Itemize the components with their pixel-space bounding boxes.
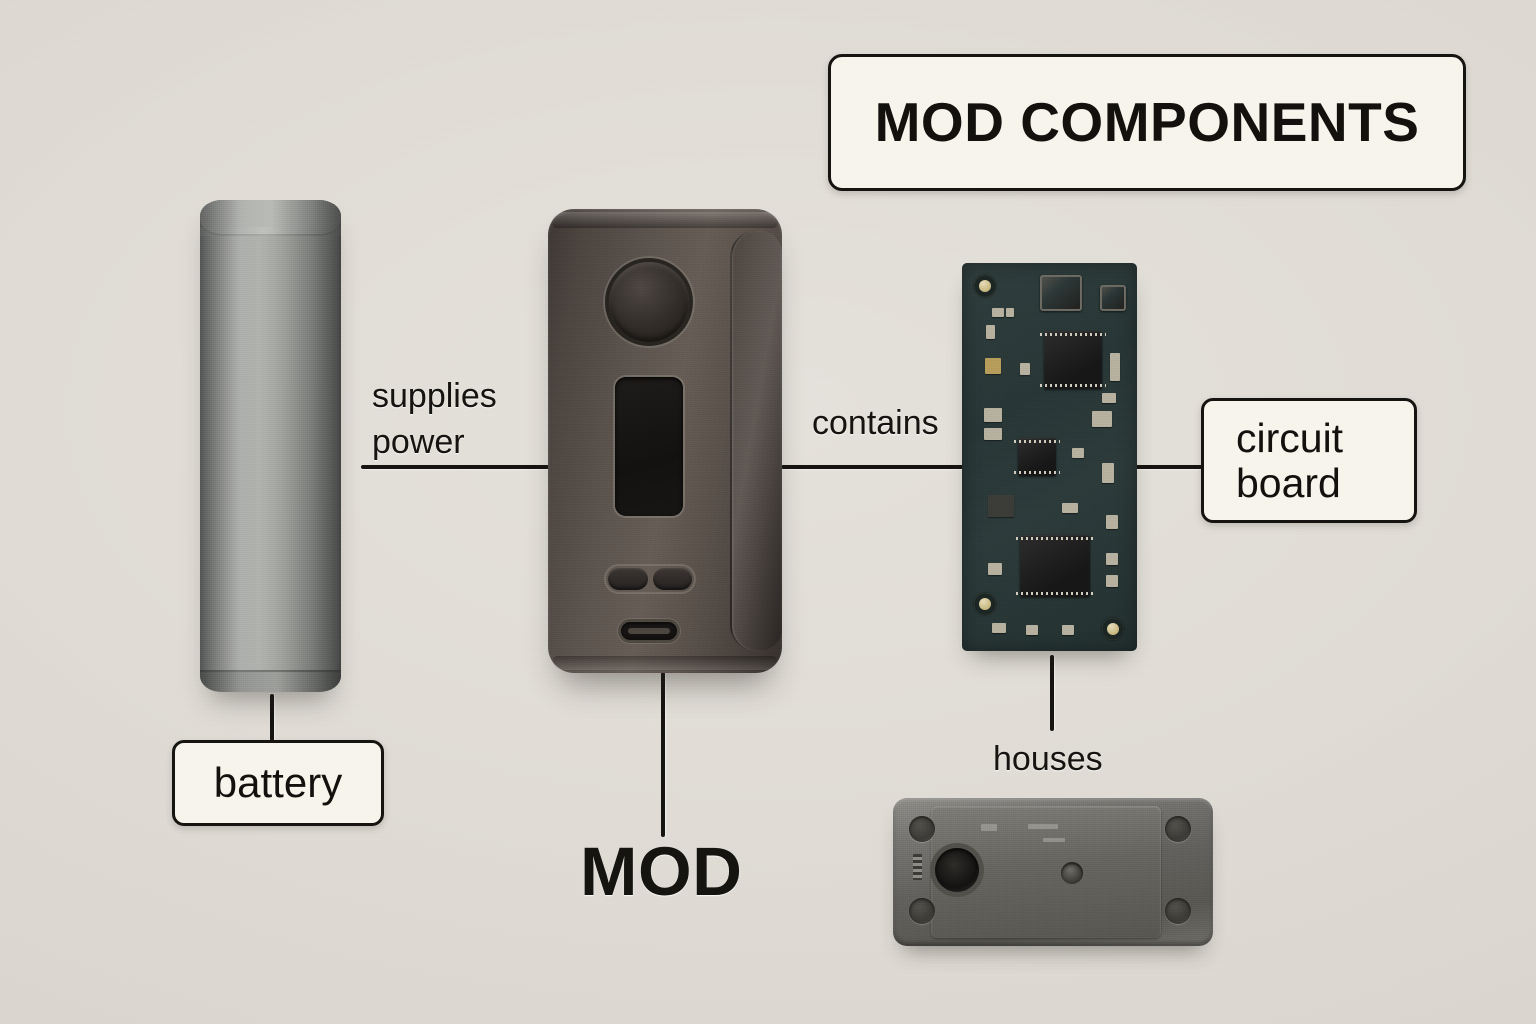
circuit-board-label-box: circuit board (1201, 398, 1417, 523)
connector-board-to-label (1134, 465, 1204, 469)
pcb-ic-small (988, 495, 1014, 517)
battery-label-box: battery (172, 740, 384, 826)
pcb-component (992, 623, 1006, 633)
chassis-marking (1043, 838, 1065, 842)
chassis-small-aperture (1061, 862, 1083, 884)
pcb-mount-hole-tl (974, 275, 996, 297)
pcb-chip-mid (1014, 438, 1060, 476)
pcb-component (1106, 575, 1118, 587)
title-text: MOD COMPONENTS (874, 91, 1420, 153)
mod-button-down[interactable] (652, 568, 692, 590)
battery-cell-object (200, 200, 341, 692)
pcb-component (986, 325, 995, 339)
pcb-component (984, 428, 1002, 440)
title-box: MOD COMPONENTS (828, 54, 1466, 191)
circuit-board-label-text: circuit board (1236, 415, 1344, 506)
pcb-component (985, 358, 1001, 374)
chassis-marking (981, 824, 997, 831)
connector-battery-to-mod (361, 465, 551, 469)
battery-bottom-rim (200, 670, 341, 692)
chassis-large-aperture (935, 848, 979, 892)
chassis-screw-hole-tl (909, 816, 935, 842)
chassis-plate-object (893, 798, 1213, 946)
usb-c-port (621, 622, 677, 640)
battery-shading (200, 200, 341, 692)
pcb-component (1026, 625, 1038, 635)
battery-top-groove (200, 227, 341, 236)
mod-bottom-edge (553, 656, 777, 670)
pcb-component (988, 563, 1002, 575)
pcb-mount-hole-bl (974, 593, 996, 615)
mod-adjust-buttons[interactable] (606, 566, 694, 592)
pcb-component (1062, 503, 1078, 513)
connector-board-to-chassis (1050, 655, 1054, 731)
pcb-component (1102, 463, 1114, 483)
pcb-component (1106, 553, 1118, 565)
relation-label-supplies-power: supplies power (372, 377, 497, 461)
pcb-component (992, 308, 1004, 317)
chassis-marking (1028, 824, 1058, 829)
pcb-component (1102, 393, 1116, 403)
mod-device-object (548, 209, 782, 673)
relation-label-houses: houses (993, 740, 1103, 778)
pcb-component (984, 408, 1002, 422)
chassis-screw-hole-bl (909, 898, 935, 924)
connector-mod-to-board (781, 465, 965, 469)
pcb-chip-bottom (1016, 535, 1094, 597)
mod-display-screen (615, 377, 683, 516)
pcb-component (1092, 411, 1112, 427)
pcb-component (1110, 353, 1120, 381)
connector-battery-to-box (270, 694, 274, 742)
pcb-component (1020, 363, 1030, 375)
mod-button-up[interactable] (608, 568, 648, 590)
pcb-shield-can (1040, 275, 1082, 311)
mod-top-edge (552, 212, 778, 228)
chassis-screw-hole-tr (1165, 816, 1191, 842)
pcb-connector-block (1100, 285, 1126, 311)
battery-label-text: battery (213, 759, 343, 806)
pcb-component (1072, 448, 1084, 458)
pcb-mount-hole-br (1102, 618, 1124, 640)
relation-label-contains: contains (812, 404, 939, 442)
circuit-board-object (962, 263, 1137, 651)
pcb-chip-main (1040, 331, 1106, 389)
pcb-component (1106, 515, 1118, 529)
mod-heading-label: MOD (580, 833, 743, 910)
pcb-component (1006, 308, 1014, 317)
chassis-screw-hole-br (1165, 898, 1191, 924)
chassis-contact-strip (913, 854, 922, 880)
connector-mod-to-heading (661, 672, 665, 837)
pcb-component (1062, 625, 1074, 635)
fire-button[interactable] (609, 262, 689, 342)
mod-side-panel (730, 231, 782, 651)
